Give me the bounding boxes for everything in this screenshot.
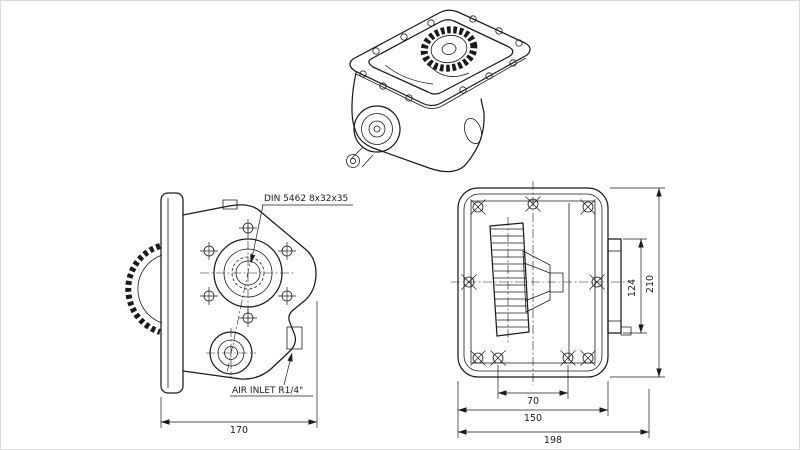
air-inlet-port (286, 326, 303, 350)
body-end-cap (463, 117, 483, 145)
side-view: DIN 5462 8x32x35 AIR INLET R1/4" 170 (125, 192, 353, 436)
gear-tooth-profile (125, 243, 161, 335)
housing-body (351, 72, 485, 173)
mount-flange (160, 192, 184, 394)
side-cover (607, 238, 632, 336)
top-flange-outline (349, 9, 531, 107)
gear-root-arc (137, 254, 163, 324)
rear-view: 70 150 198 124 210 (451, 181, 665, 446)
annotation-air-inlet: AIR INLET R1/4" (232, 386, 303, 396)
dimension-hole-spacing: 70 (497, 365, 569, 407)
top-flange-opening (368, 19, 514, 95)
dim-70-label: 70 (527, 396, 539, 407)
dimension-overall-height: 210 (610, 187, 665, 378)
dim-150-label: 150 (524, 413, 542, 424)
spline-annotation: DIN 5462 8x32x35 (250, 194, 353, 264)
annotation-spline-spec: DIN 5462 8x32x35 (264, 194, 348, 204)
opening-interior-edge (384, 64, 434, 85)
air-inlet-annotation: AIR INLET R1/4" (230, 352, 313, 397)
dimension-cover-height: 124 (623, 238, 647, 334)
dim-124-label: 124 (627, 279, 638, 297)
top-flange-thickness (355, 57, 527, 109)
gear-train-centerline (226, 252, 253, 374)
idler-shaft-face (206, 328, 256, 378)
flange-bolt-holes (359, 15, 523, 102)
gear-cone (428, 64, 470, 77)
pto-output-face (200, 225, 296, 323)
dimension-overall-width: 198 (457, 389, 650, 446)
output-shaft-stub (346, 146, 374, 168)
dimension-side-width: 170 (160, 301, 318, 436)
dim-198-label: 198 (544, 435, 562, 446)
dimension-flange-width: 150 (457, 381, 609, 424)
top-lug (222, 199, 238, 210)
dim-210-label: 210 (645, 275, 656, 293)
housing-outline (182, 204, 317, 380)
dim-170-label: 170 (230, 425, 248, 436)
isometric-view (346, 9, 531, 173)
output-boss (353, 105, 401, 153)
gear-side-profile (489, 222, 530, 337)
shaft-cone (522, 250, 564, 313)
bevel-gear (420, 26, 478, 72)
